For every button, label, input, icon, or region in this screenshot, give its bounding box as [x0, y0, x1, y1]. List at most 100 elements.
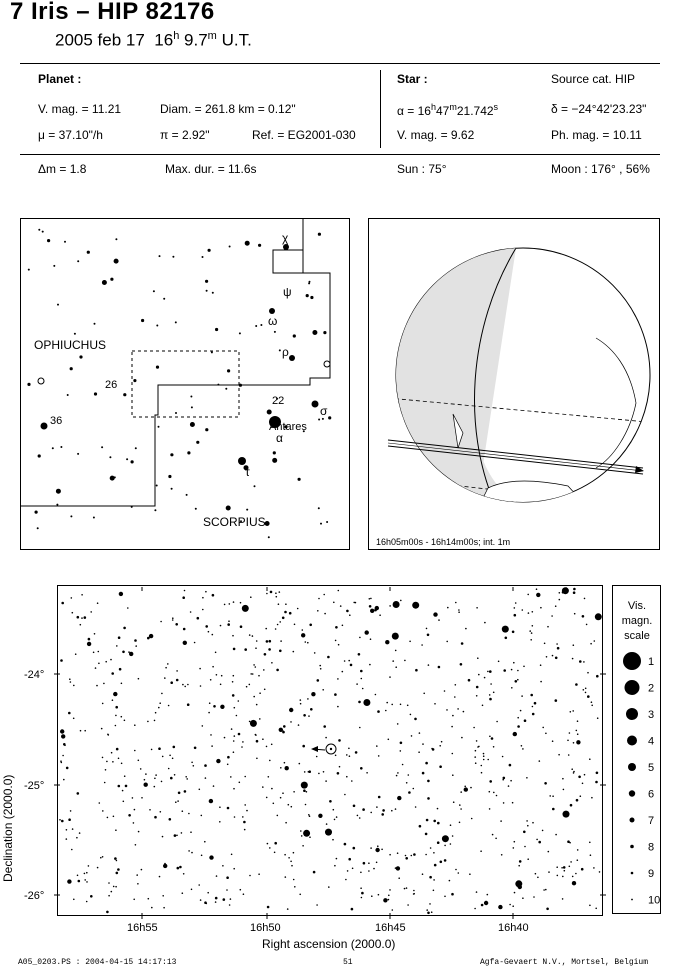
- y-axis-label: Declination (2000.0): [1, 775, 15, 882]
- chart-star: [291, 864, 293, 867]
- chart-star: [122, 650, 125, 654]
- star-open-2: [37, 377, 45, 385]
- chart-star: [396, 852, 399, 854]
- chart-star: [128, 651, 130, 653]
- chart-star: [93, 633, 96, 635]
- chart-star: [133, 898, 135, 901]
- chart-star: [215, 875, 218, 877]
- chart-star: [110, 658, 112, 661]
- chart-star: [524, 845, 526, 848]
- chart-star: [581, 782, 584, 785]
- chart-star: [518, 864, 520, 867]
- chart-star: [354, 751, 358, 754]
- chart-star: [158, 747, 161, 750]
- finder-star: [110, 277, 114, 281]
- chart-star: [286, 908, 289, 910]
- chart-star: [215, 674, 218, 676]
- chart-star: [357, 653, 361, 656]
- chart-star: [245, 685, 248, 688]
- star-ra: α = 16h47m21.742s: [397, 102, 499, 118]
- chart-star: [265, 627, 268, 630]
- chart-star: [145, 773, 147, 775]
- chart-star: [386, 701, 389, 704]
- chart-star: [449, 843, 452, 845]
- chart-star: [567, 840, 570, 843]
- chart-star: [136, 874, 138, 876]
- chart-star: [482, 758, 485, 761]
- chart-star: [115, 714, 117, 717]
- chart-star: [159, 811, 162, 813]
- chart-star: [368, 862, 370, 864]
- legend-title-3: scale: [624, 630, 650, 642]
- finder-star: [205, 428, 209, 432]
- chart-star: [147, 720, 149, 723]
- chart-star: [169, 754, 171, 757]
- chart-star: [352, 804, 356, 808]
- chart-star: [147, 897, 150, 900]
- chart-star: [531, 712, 535, 716]
- chart-star: [523, 665, 525, 668]
- chart-star: [182, 683, 184, 686]
- chart-star: [439, 765, 442, 768]
- x-tick-label: 16h40: [498, 922, 529, 934]
- table-mid-rule: [20, 154, 660, 155]
- chart-star: [60, 659, 63, 662]
- chart-star: [425, 818, 429, 822]
- x-tick-label: 16h50: [250, 922, 281, 934]
- chart-star: [454, 696, 456, 698]
- chart-star: [200, 854, 203, 857]
- finder-star: [326, 521, 329, 523]
- chart-star: [74, 653, 77, 655]
- chart-star: [478, 745, 480, 748]
- chart-star: [229, 898, 232, 900]
- finder-star: [217, 383, 220, 386]
- chart-star: [439, 860, 443, 864]
- chart-star: [375, 847, 380, 853]
- finder-star: [185, 493, 188, 496]
- chart-star: [307, 641, 309, 644]
- chart-star: [303, 771, 306, 773]
- chart-star: [460, 808, 462, 810]
- chart-star: [459, 663, 463, 666]
- chart-star: [562, 788, 565, 791]
- chart-star: [562, 777, 564, 780]
- chart-star: [233, 816, 236, 818]
- finder-star: [41, 230, 44, 233]
- target-star-marker: [325, 743, 337, 755]
- chart-star: [107, 734, 110, 736]
- chart-star: [318, 813, 323, 818]
- chart-star: [576, 733, 579, 735]
- finder-star: [47, 239, 51, 243]
- chart-star: [205, 590, 207, 593]
- chart-star: [176, 866, 180, 870]
- chart-star: [334, 639, 337, 642]
- chart-star: [114, 857, 117, 860]
- chart-star: [377, 893, 380, 896]
- delta-magnitude: Δm = 1.8: [38, 162, 87, 176]
- chart-star: [170, 776, 173, 780]
- finder-star: [225, 387, 228, 390]
- chart-star: [519, 709, 522, 712]
- chart-star: [161, 692, 163, 695]
- chart-star: [228, 603, 231, 605]
- chart-star: [327, 655, 330, 659]
- chart-star: [222, 865, 224, 867]
- chart-star: [495, 794, 498, 797]
- chart-star: [514, 602, 517, 604]
- chart-star: [464, 785, 467, 788]
- chart-star: [300, 835, 303, 837]
- legend-label: 4: [648, 736, 654, 748]
- chart-star: [517, 716, 519, 719]
- chart-star: [283, 725, 286, 728]
- chart-star: [587, 671, 589, 674]
- finder-star: [317, 232, 321, 236]
- finder-star: [27, 382, 31, 386]
- chart-star: [60, 761, 63, 764]
- chart-star: [171, 757, 174, 760]
- chart-star: [227, 623, 230, 626]
- label-alpha: α: [276, 431, 283, 445]
- chart-star: [117, 868, 120, 871]
- chart-star: [242, 893, 245, 895]
- chart-star: [433, 863, 437, 867]
- chart-star: [487, 670, 489, 673]
